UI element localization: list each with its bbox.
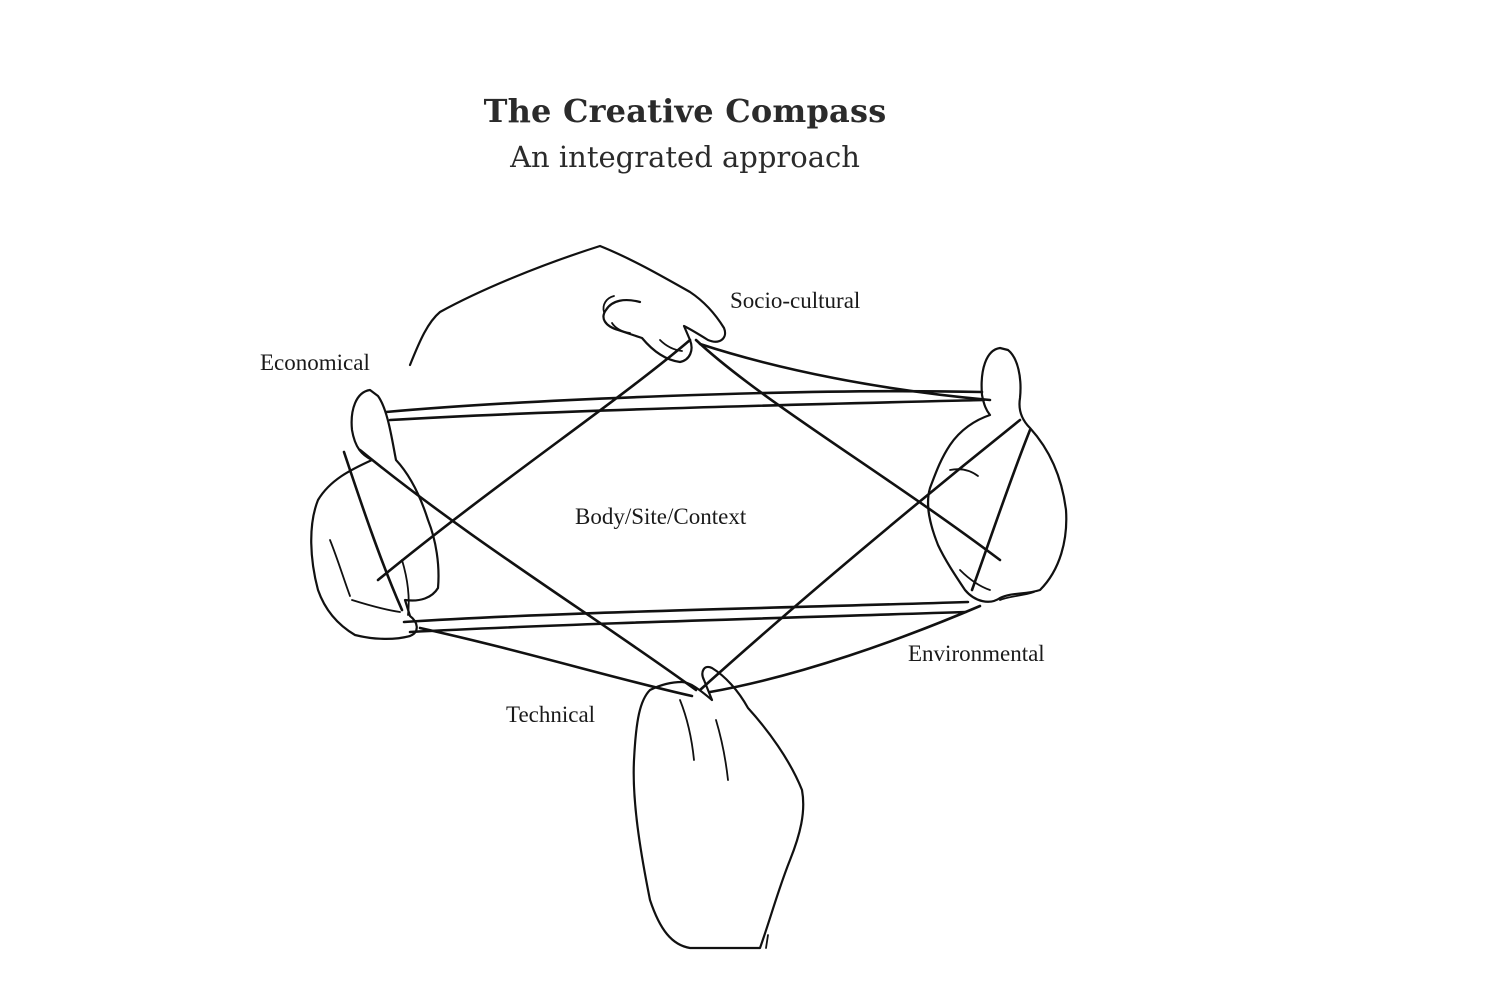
label-socio-cultural: Socio-cultural bbox=[730, 288, 861, 313]
label-technical: Technical bbox=[506, 702, 596, 727]
figure-subtitle: An integrated approach bbox=[510, 140, 860, 174]
top-hand bbox=[408, 244, 727, 367]
label-environmental: Environmental bbox=[908, 641, 1045, 666]
left-hand bbox=[310, 388, 440, 640]
bottom-hand bbox=[632, 665, 805, 950]
right-hand bbox=[926, 346, 1068, 603]
figure-title: The Creative Compass bbox=[483, 92, 887, 130]
string-figure bbox=[342, 338, 1032, 698]
label-economical: Economical bbox=[260, 350, 370, 375]
label-body-site-context: Body/Site/Context bbox=[575, 504, 747, 529]
